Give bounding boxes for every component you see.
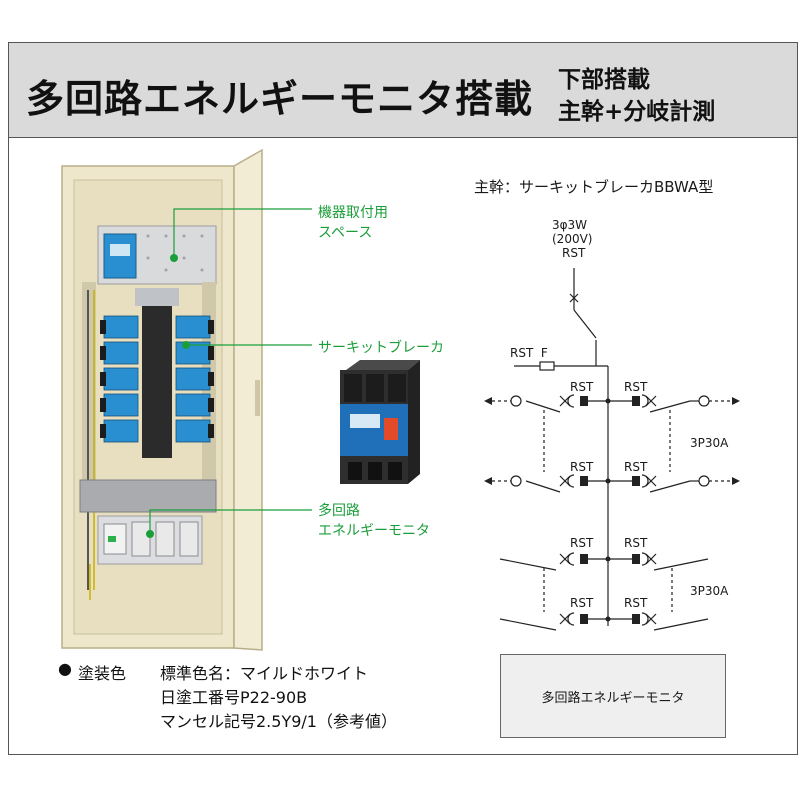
supply-label-2: (200V) <box>552 232 593 246</box>
circuit-breaker-photo <box>340 360 420 484</box>
page-title: 多回路エネルギーモニタ搭載 <box>26 77 534 121</box>
callout-space-line-1: 機器取付用 <box>318 205 388 221</box>
branch-label: RST <box>570 380 594 394</box>
branch-label: RST <box>624 380 648 394</box>
branch-label: RST <box>624 460 648 474</box>
subtitle-line-1: 下部搭載 <box>558 67 650 93</box>
callout-breaker: サーキットブレーカ <box>318 340 444 356</box>
callout-monitor-line-1: 多回路 <box>318 503 360 519</box>
energy-monitor-box-label: 多回路エネルギーモニタ <box>541 691 685 706</box>
distribution-panel-illustration <box>61 148 263 651</box>
rst-f-label: RST F <box>510 346 548 360</box>
paint-line-3: マンセル記号2.5Y9/1（参考値） <box>160 712 397 731</box>
group-label-1: 3P30A <box>690 436 729 450</box>
subtitle-line-2: 主幹+分岐計測 <box>558 99 716 125</box>
schematic-row-1 <box>486 394 736 472</box>
energy-monitor-box: 多回路エネルギーモニタ <box>500 654 726 738</box>
branch-breaker-rows <box>100 315 214 443</box>
branch-label: RST <box>570 460 594 474</box>
schematic-row-3 <box>499 552 709 612</box>
bullet-icon: ● <box>58 659 72 678</box>
supply-label-3: RST <box>562 246 586 260</box>
callout-monitor-line-2: エネルギーモニタ <box>318 523 430 539</box>
schematic-row-4 <box>499 612 709 631</box>
branch-label: RST <box>570 536 594 550</box>
group-label-2: 3P30A <box>690 584 729 598</box>
header-band <box>8 42 798 138</box>
paint-heading: 塗装色 <box>78 664 127 683</box>
branch-label: RST <box>624 536 648 550</box>
wiring-schematic <box>514 268 636 626</box>
supply-label-1: 3φ3W <box>552 218 588 232</box>
main-breaker-label: 主幹：サーキットブレーカBBWA型 <box>474 178 714 196</box>
callout-leaders <box>149 208 312 534</box>
callout-space-line-2: スペース <box>318 225 373 241</box>
schematic-row-2 <box>486 474 736 493</box>
paint-line-2: 日塗工番号P22-90B <box>160 688 308 707</box>
paint-line-1: 標準色名：マイルドホワイト <box>160 664 369 683</box>
branch-label: RST <box>570 596 594 610</box>
branch-label: RST <box>624 596 648 610</box>
